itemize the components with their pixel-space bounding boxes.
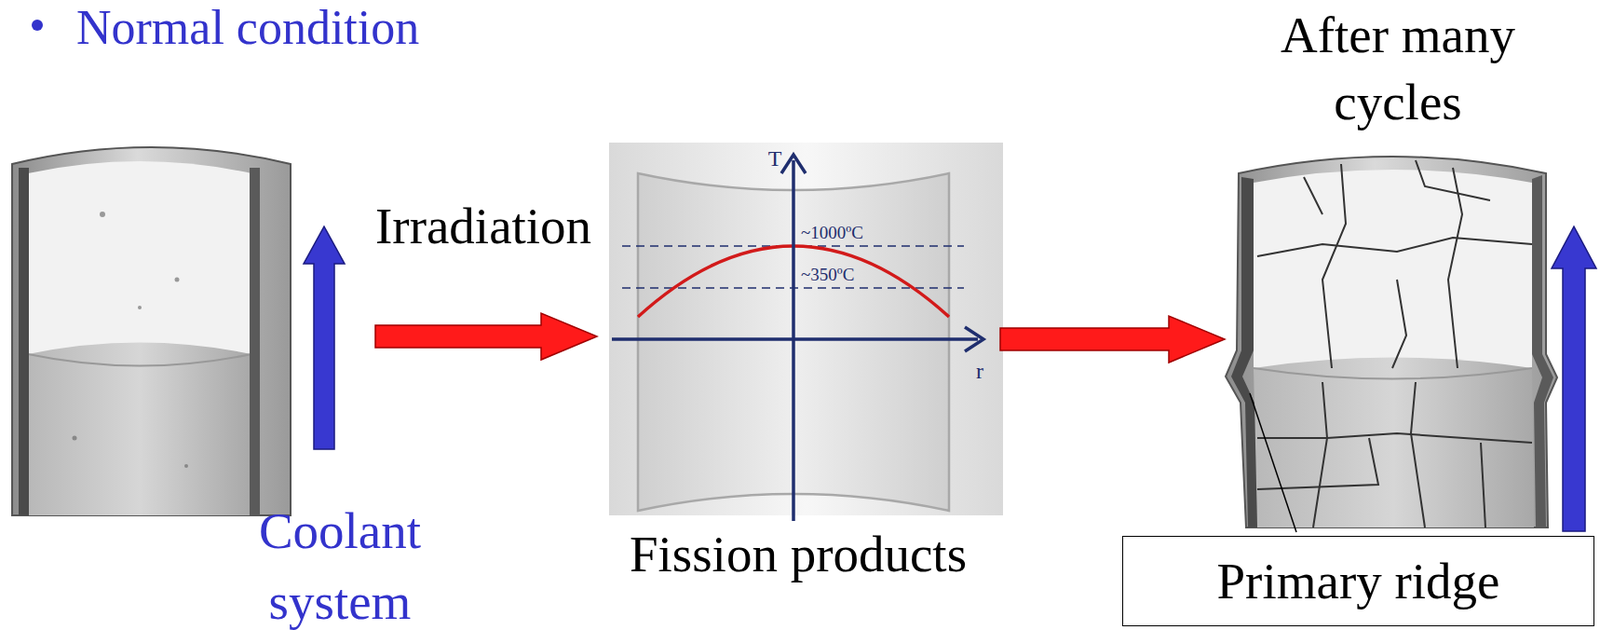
coolant-arrow xyxy=(303,226,345,449)
process-arrow xyxy=(1000,315,1225,363)
process-label: Irradiation xyxy=(375,195,592,258)
callout-box: Primary ridge xyxy=(1122,535,1595,626)
axis-label: r xyxy=(976,357,984,384)
process-arrow xyxy=(375,312,597,360)
temperature-profile xyxy=(609,142,1004,521)
axis-label: T xyxy=(768,145,783,172)
temperature-value: ~1000ºC xyxy=(800,221,864,244)
callout-text: Primary ridge xyxy=(1217,551,1501,611)
fuel-rod xyxy=(12,147,291,516)
bullet xyxy=(31,19,43,31)
temperature-value: ~350ºC xyxy=(800,263,855,285)
cracked-fuel-rod xyxy=(1225,156,1558,528)
coolant-arrow xyxy=(1551,226,1597,531)
component-label: Fission products xyxy=(629,523,967,585)
system-label: Coolant system xyxy=(204,495,475,630)
leader-line xyxy=(1249,393,1297,532)
heading: Normal condition xyxy=(76,0,420,56)
stage-label: After many cycles xyxy=(1244,1,1552,136)
